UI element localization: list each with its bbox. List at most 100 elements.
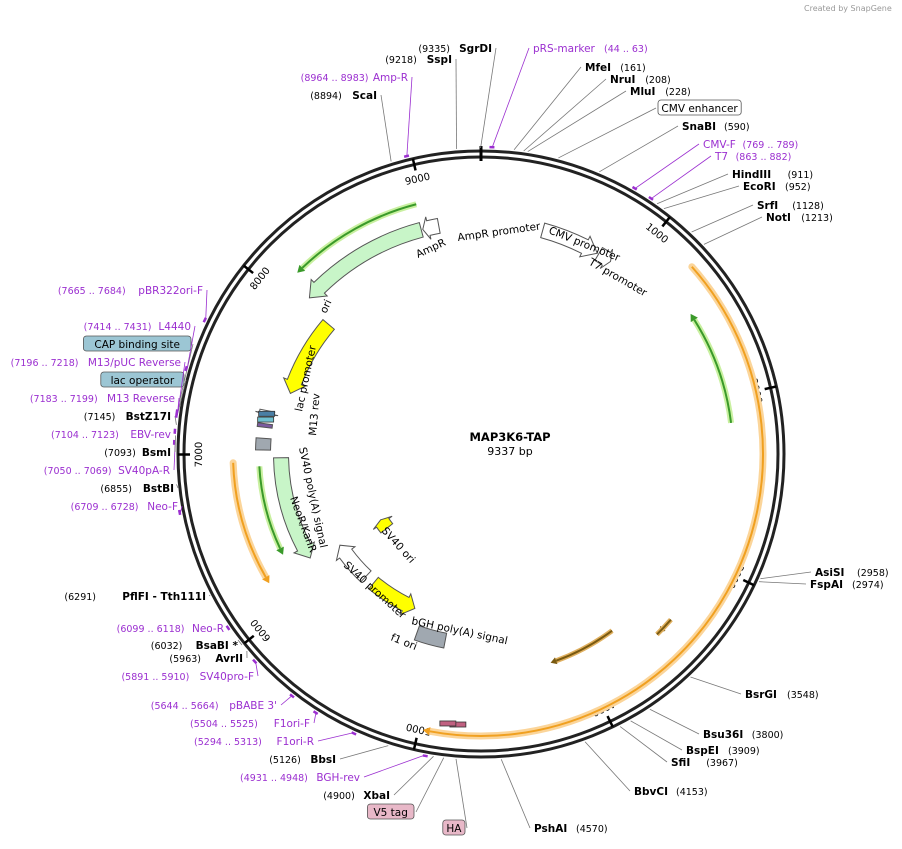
feature-sv40-promoter[interactable]	[335, 544, 372, 583]
leader-cap-binding-site	[179, 343, 194, 402]
site-prs-marker[interactable]: pRS-marker(44 .. 63)	[489, 43, 648, 149]
site-f1ori-r[interactable]: F1ori-R(5294 .. 5313)	[194, 731, 357, 748]
orf-green-right[interactable]	[693, 319, 733, 423]
site-bbsi[interactable]: BbsI(5126)	[269, 745, 389, 766]
site-ha[interactable]: HA	[442, 758, 468, 836]
feature-ori[interactable]	[282, 318, 336, 395]
site-pos-m13-reverse: (7183 .. 7199)	[30, 394, 98, 405]
site-bstz17i[interactable]: BstZ17I(7145)	[84, 411, 177, 425]
site-name-mfei: MfeI	[585, 62, 611, 74]
site-bsu36i[interactable]: Bsu36I(3800)	[649, 708, 784, 741]
site-neo-r[interactable]: Neo-R(6099 .. 6118)	[117, 623, 231, 635]
site-bbvci[interactable]: BbvCI(4153)	[584, 741, 708, 798]
site-pos-fspai: (2974)	[852, 580, 884, 591]
site-pbabe-3[interactable]: pBABE 3'(5644 .. 5664)	[151, 693, 295, 712]
site-name-fspai: FspAI	[810, 579, 843, 591]
site-f1ori-f[interactable]: F1ori-F(5504 .. 5525)	[190, 710, 319, 730]
site-name-m13-puc-reverse: M13/pUC Reverse	[88, 357, 181, 369]
tick-1000	[661, 216, 671, 228]
site-l4440[interactable]: L4440(7414 .. 7431)	[84, 321, 196, 372]
site-mlui[interactable]: MluI(228)	[527, 86, 691, 152]
feature-sv40-ori[interactable]	[372, 515, 394, 534]
site-cmv-enhancer[interactable]: CMV enhancer	[558, 99, 742, 159]
feature-sv40-poly-a-signal[interactable]	[255, 437, 272, 451]
site-ecori[interactable]: EcoRI(952)	[663, 181, 811, 210]
site-name-pbabe-3: pBABE 3'	[229, 700, 277, 712]
site-name-snabi: SnaBI	[682, 121, 716, 133]
site-pbr322ori-f[interactable]: pBR322ori-F(7665 .. 7684)	[58, 285, 208, 323]
site-noti[interactable]: NotI(1213)	[703, 212, 833, 245]
orf-green-top-arrowhead	[297, 264, 306, 273]
site-lac-operator[interactable]: lac operator	[100, 371, 187, 414]
site-bsmi[interactable]: BsmI(7093)	[104, 435, 176, 459]
site-pos-nrui: (208)	[645, 75, 671, 86]
site-hindiii[interactable]: HindIII(911)	[656, 169, 813, 205]
feature-label-m13-rev: M13 rev	[307, 393, 323, 436]
site-t7[interactable]: T7(863 .. 882)	[648, 151, 791, 201]
site-neo-f[interactable]: Neo-F(6709 .. 6728)	[71, 501, 183, 516]
site-cmv-f[interactable]: CMV-F(769 .. 789)	[631, 139, 799, 191]
orf-green-left[interactable]	[258, 466, 281, 549]
site-bsrgi[interactable]: BsrGI(3548)	[690, 676, 819, 701]
feature-label-f1-ori: f1 ori	[389, 632, 419, 653]
site-sfii[interactable]: SfiI (3967)	[619, 726, 738, 769]
site-ebv-rev[interactable]: EBV-rev(7104 .. 7123)	[51, 428, 177, 441]
site-pos-bsmi: (7093)	[104, 448, 136, 459]
tick-label-8000: 8000	[248, 266, 272, 293]
site-avrii[interactable]: AvrII(5963)	[169, 651, 248, 665]
site-pflfi-tth111i[interactable]: PflFI - Tth111I(6291)	[64, 591, 211, 603]
feature-ampr-promoter[interactable]	[422, 216, 441, 240]
site-cap-binding-site[interactable]: CAP binding site	[83, 335, 194, 402]
orf-main[interactable]	[429, 266, 764, 737]
orf-neor[interactable]	[232, 462, 267, 578]
site-sv40pa-r[interactable]: SV40pA-R(7050 .. 7069)	[44, 439, 176, 477]
site-snabi[interactable]: SnaBI(590)	[599, 121, 750, 173]
site-sv40pro-f[interactable]: SV40pro-F(5891 .. 5910)	[121, 658, 259, 683]
site-name-amp-r: Amp-R	[373, 72, 408, 84]
site-m13-puc-reverse[interactable]: M13/pUC Reverse(7196 .. 7218)	[11, 357, 186, 415]
site-pos-noti: (1213)	[801, 213, 833, 224]
backbone-outer-ring	[176, 149, 786, 759]
orf-arcs	[229, 201, 767, 740]
site-fspai[interactable]: FspAI (2974)	[759, 579, 884, 591]
orf-green-top[interactable]	[301, 203, 417, 269]
box-ha	[442, 819, 466, 836]
site-name-pshai: PshAI	[534, 823, 567, 835]
site-bgh-rev[interactable]: BGH-rev(4931 .. 4948)	[240, 754, 428, 784]
site-v5-tag[interactable]: V5 tag	[366, 757, 445, 820]
site-xbai[interactable]: XbaI(4900)	[323, 756, 434, 802]
site-name-sfii: SfiI	[671, 757, 690, 769]
site-amp-r[interactable]: Amp-R(8964 .. 8983)	[301, 72, 413, 158]
site-bstbi[interactable]: BstBI(6855)	[100, 483, 179, 495]
site-name-bsabi: BsaBI *	[196, 640, 239, 652]
site-srfi[interactable]: SrfI(1128)	[691, 200, 824, 233]
site-pos-sfii: (3967)	[706, 758, 738, 769]
feature-ampr[interactable]	[308, 221, 424, 299]
site-mfei[interactable]: MfeI (161)	[513, 62, 646, 151]
site-sspi[interactable]: SspI(9218)	[385, 54, 457, 149]
primer-mark-t7	[648, 195, 654, 201]
primer-mark-l4440	[184, 365, 189, 372]
site-name-xbai: XbaI	[363, 790, 390, 802]
leader-xbai	[393, 756, 434, 796]
feature-f1-ori[interactable]	[368, 576, 416, 616]
site-bspei[interactable]: BspEI(3909)	[630, 720, 760, 757]
site-sgrdi[interactable]: SgrDI(9335)	[418, 43, 497, 149]
feature-label-sv40-promoter: SV40 promoter	[341, 559, 408, 621]
orf-green-left-arrowhead	[276, 546, 284, 555]
feature-neor-kanr[interactable]	[273, 457, 316, 559]
site-pshai[interactable]: PshAI(4570)	[500, 759, 608, 835]
site-nrui[interactable]: NruI(208)	[523, 74, 671, 152]
feature-bgh-poly-a-signal[interactable]	[413, 625, 448, 649]
site-bsabi[interactable]: BsaBI *(6032)	[151, 639, 243, 652]
orf-inner	[656, 618, 672, 636]
site-name-l4440: L4440	[158, 321, 191, 333]
feature-t7-promoter[interactable]	[594, 246, 614, 269]
feature-m13-rev[interactable]	[256, 422, 274, 429]
site-pos-mfei: (161)	[620, 63, 646, 74]
site-name-bgh-rev: BGH-rev	[316, 772, 360, 784]
site-scai[interactable]: ScaI(8894)	[310, 90, 392, 162]
site-asisi[interactable]: AsiSI(2958)	[760, 567, 889, 580]
feature-cmv-promoter[interactable]	[540, 222, 598, 258]
